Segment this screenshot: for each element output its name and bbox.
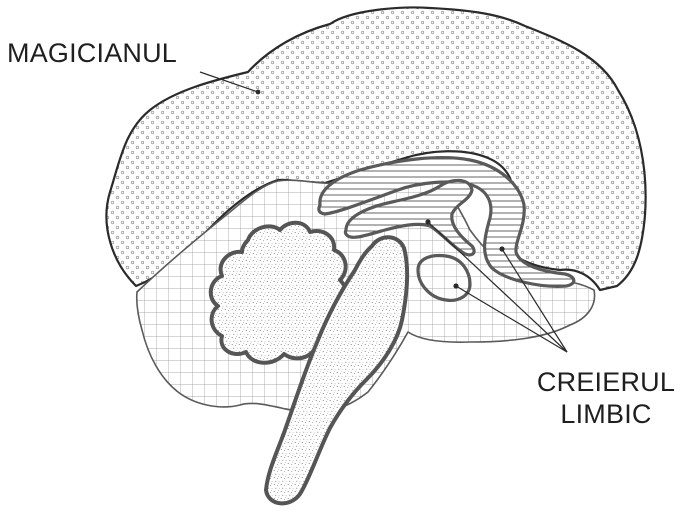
limbic-pointer-dot-3 [499, 246, 504, 251]
limbic-pointer-dot-2 [453, 283, 458, 288]
neocortex-label: MAGICIANUL [7, 37, 177, 69]
limbic-label-line-2: LIMBIC [536, 398, 676, 430]
limbic-label-line-1: CREIERUL [536, 366, 676, 398]
limbic-label: CREIERUL LIMBIC [536, 366, 676, 430]
limbic-pointer-dot-1 [425, 219, 430, 224]
neocortex-pointer-dot [256, 90, 261, 95]
